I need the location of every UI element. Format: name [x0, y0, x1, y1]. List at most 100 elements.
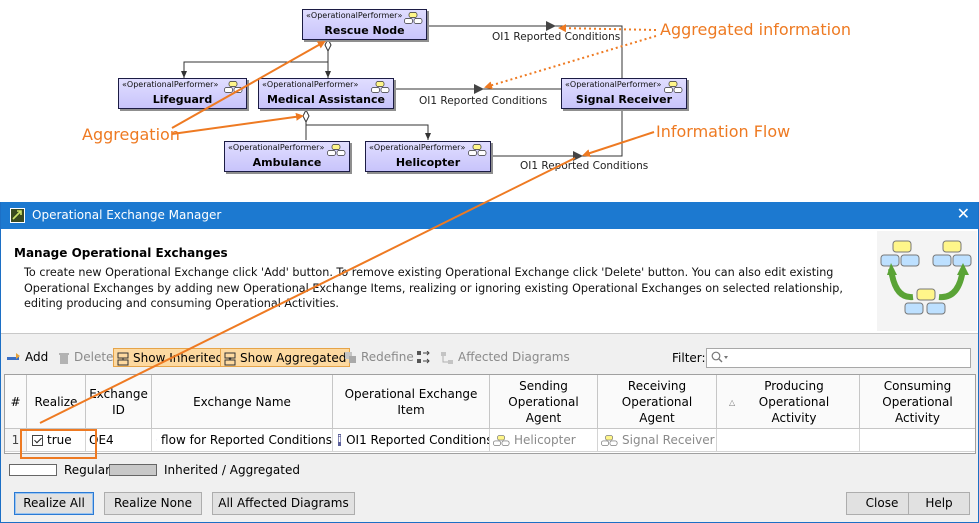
operational-exchange-manager-dialog: Operational Exchange Manager ✕ Manage Op… — [0, 202, 979, 523]
node-medical-assistance[interactable]: «OperationalPerformer» Medical Assistanc… — [258, 78, 394, 109]
trash-icon — [59, 352, 69, 364]
sort-icon-button[interactable] — [417, 348, 435, 367]
node-name: Ambulance — [252, 156, 322, 169]
node-name: Rescue Node — [324, 24, 405, 37]
redefine-icon — [345, 351, 356, 363]
legend-regular-label: Regular — [64, 463, 111, 477]
affected-diagrams-label: Affected Diagrams — [458, 350, 570, 364]
toolbar: Add Delete Show Inherited Show Aggregate… — [1, 345, 978, 371]
producing-activity-cell[interactable] — [717, 429, 860, 452]
realize-value: true — [47, 433, 72, 447]
exchange-item-cell[interactable]: i OI1 Reported Conditions — [333, 429, 490, 452]
sending-agent-cell[interactable]: Helicopter — [490, 429, 598, 452]
node-stereotype: «OperationalPerformer» — [306, 11, 403, 20]
receiving-agent-value: Signal Receiver — [622, 433, 715, 447]
close-button[interactable]: Close — [846, 492, 918, 515]
col-header-num[interactable]: # — [5, 375, 27, 429]
node-stereotype: «OperationalPerformer» — [565, 80, 662, 89]
node-name: Helicopter — [395, 156, 461, 169]
redefine-label: Redefine — [361, 350, 414, 364]
realize-none-button[interactable]: Realize None — [104, 492, 202, 515]
flow-label-top: OI1 Reported Conditions — [492, 31, 621, 43]
node-name: Medical Assistance — [266, 93, 385, 106]
realize-cell[interactable]: true — [27, 429, 86, 452]
dialog-title: Operational Exchange Manager — [32, 208, 222, 222]
exchanges-table: # Realize Exchange ID Exchange Name Oper… — [4, 374, 976, 454]
sending-agent-value: Helicopter — [514, 433, 576, 447]
show-inherited-label: Show Inherited — [133, 351, 224, 365]
show-aggregated-toggle[interactable]: Show Aggregated — [220, 348, 351, 367]
performer-icon — [371, 81, 390, 93]
row-number: 1 — [5, 429, 27, 452]
callout-aggregation: Aggregation — [82, 125, 180, 144]
col-header-sending-agent[interactable]: Sending Operational Agent — [490, 375, 598, 429]
performer-icon — [493, 434, 510, 446]
app-icon — [10, 208, 25, 223]
header-description: To create new Operational Exchange click… — [24, 266, 843, 310]
inherited-icon — [117, 352, 129, 365]
flow-icon — [156, 439, 157, 441]
node-signal-receiver[interactable]: «OperationalPerformer» Signal Receiver — [561, 78, 687, 109]
col-header-realize[interactable]: Realize — [27, 375, 86, 429]
all-affected-diagrams-button[interactable]: All Affected Diagrams — [212, 492, 355, 515]
col-header-consuming-activity[interactable]: Consuming Operational Activity — [860, 375, 975, 429]
add-label: Add — [25, 350, 49, 364]
node-helicopter[interactable]: «OperationalPerformer» Helicopter — [365, 141, 491, 172]
flow-label-bottom: OI1 Reported Conditions — [520, 160, 649, 172]
legend-inherited-label: Inherited / Aggregated — [164, 463, 300, 477]
affected-diagrams-button[interactable]: Affected Diagrams — [441, 348, 570, 367]
sort-asc-icon: △ — [729, 398, 736, 407]
header-title: Manage Operational Exchanges — [14, 246, 228, 260]
filter-label: Filter: — [672, 351, 706, 365]
information-item-icon: i — [338, 434, 342, 446]
exchange-id-cell[interactable]: OE4 — [86, 429, 152, 452]
legend-regular-swatch — [9, 464, 57, 476]
exchange-name-value: flow for Reported Conditions — [161, 433, 332, 447]
diagram-canvas: «OperationalPerformer» Rescue Node «Oper… — [0, 0, 979, 200]
show-aggregated-label: Show Aggregated — [240, 351, 347, 365]
node-stereotype: «OperationalPerformer» — [262, 80, 359, 89]
title-bar: Operational Exchange Manager ✕ — [1, 202, 978, 229]
node-name: Lifeguard — [152, 93, 213, 106]
col-header-exchange-name[interactable]: Exchange Name — [152, 375, 333, 429]
show-inherited-toggle[interactable]: Show Inherited — [113, 348, 228, 367]
col-header-producing-activity[interactable]: △ Producing Operational Activity — [717, 375, 860, 429]
receiving-agent-cell[interactable]: Signal Receiver — [598, 429, 717, 452]
col-header-producing-label: Producing Operational Activity — [758, 378, 830, 425]
add-button[interactable]: Add — [7, 348, 48, 367]
dialog-header: Manage Operational Exchanges To create n… — [1, 229, 978, 334]
node-name: Signal Receiver — [575, 93, 673, 106]
realize-checkbox[interactable] — [32, 434, 43, 446]
node-lifeguard[interactable]: «OperationalPerformer» Lifeguard — [118, 78, 247, 109]
col-header-exchange-item[interactable]: Operational Exchange Item — [333, 375, 490, 429]
callout-information-flow: Information Flow — [656, 122, 791, 141]
help-button[interactable]: Help — [908, 492, 970, 515]
delete-label: Delete — [74, 350, 114, 364]
exchange-illustration-icon — [877, 231, 977, 331]
performer-icon — [601, 434, 618, 446]
close-icon[interactable]: ✕ — [956, 204, 970, 223]
performer-icon — [224, 81, 243, 93]
delete-button[interactable]: Delete — [58, 348, 113, 367]
performer-icon — [468, 144, 487, 156]
realize-all-button[interactable]: Realize All — [14, 492, 94, 515]
aggregated-icon — [224, 352, 236, 365]
node-rescue-node[interactable]: «OperationalPerformer» Rescue Node — [302, 9, 427, 40]
exchange-name-cell[interactable]: flow for Reported Conditions — [152, 429, 333, 452]
search-icon — [711, 351, 728, 363]
node-ambulance[interactable]: «OperationalPerformer» Ambulance — [224, 141, 350, 172]
redefine-button[interactable]: Redefine — [345, 348, 414, 367]
filter-input[interactable] — [706, 348, 971, 368]
exchange-item-value: OI1 Reported Conditions — [346, 433, 490, 447]
col-header-receiving-agent[interactable]: Receiving Operational Agent — [598, 375, 717, 429]
flow-label-middle: OI1 Reported Conditions — [419, 95, 548, 107]
node-stereotype: «OperationalPerformer» — [122, 80, 219, 89]
col-header-exchange-id[interactable]: Exchange ID — [86, 375, 152, 429]
node-stereotype: «OperationalPerformer» — [369, 143, 466, 152]
performer-icon — [327, 144, 346, 156]
callout-aggregated-information: Aggregated information — [660, 20, 851, 39]
arrange-icon — [417, 351, 430, 364]
legend-inherited-swatch — [109, 464, 157, 476]
node-stereotype: «OperationalPerformer» — [228, 143, 325, 152]
consuming-activity-cell[interactable] — [860, 429, 975, 452]
